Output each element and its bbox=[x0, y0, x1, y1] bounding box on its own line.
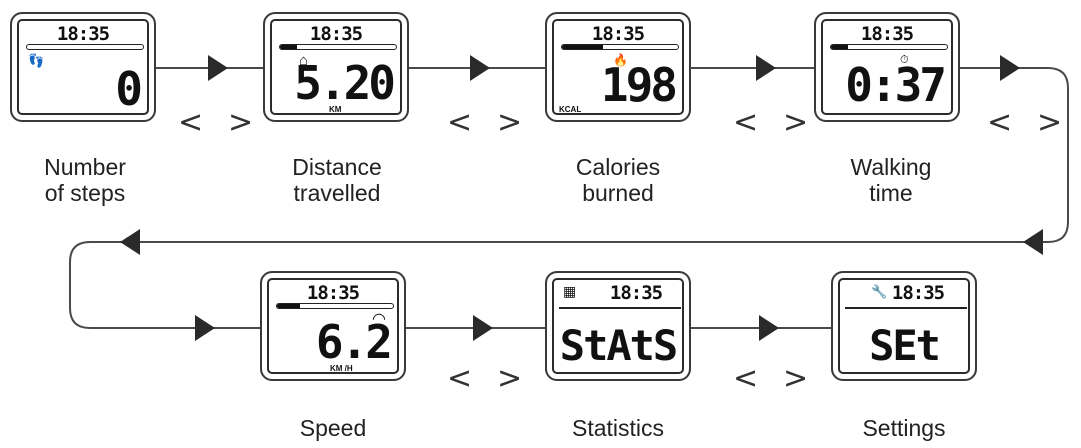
lcd-screen-steps: 18:35 👣 0 bbox=[10, 12, 156, 122]
flame-icon: 🔥 bbox=[613, 53, 628, 67]
label-line: of steps bbox=[44, 180, 126, 206]
calendar-icon: ▦ bbox=[563, 283, 577, 299]
progress-fill bbox=[280, 45, 298, 49]
header-divider bbox=[559, 307, 681, 309]
distance-value: 5.20 bbox=[294, 56, 396, 110]
clock-time: 18:35 bbox=[309, 23, 363, 45]
statistics-word: StAtS bbox=[559, 321, 678, 370]
label-line: Settings bbox=[862, 415, 946, 441]
lcd-screen-distance: 18:35 ⌂ 5.20 KM bbox=[263, 12, 409, 122]
lcd-screen-walking-time: 18:35 ⏱ 0:37 bbox=[814, 12, 960, 122]
distance-unit: KM bbox=[329, 105, 342, 114]
clock-time: 18:35 bbox=[306, 282, 360, 304]
clock-time: 18:35 bbox=[860, 23, 914, 45]
speed-unit: KM /H bbox=[330, 364, 353, 373]
clock-time: 18:35 bbox=[56, 23, 110, 45]
next-arrow-icon: > bbox=[228, 105, 254, 140]
label-distance: Distance travelled bbox=[252, 154, 422, 206]
speedometer-icon: ◠ bbox=[372, 311, 386, 328]
prev-arrow-icon: < bbox=[447, 361, 473, 396]
flow-arrowhead-icon bbox=[759, 315, 779, 341]
clock-time: 18:35 bbox=[591, 23, 645, 45]
label-line: Distance bbox=[292, 154, 382, 180]
label-line: Speed bbox=[299, 415, 367, 441]
flow-arrowhead-icon bbox=[470, 55, 490, 81]
speed-value: 6.2 bbox=[315, 315, 393, 369]
footprint-icon: 👣 bbox=[28, 53, 45, 68]
clock-time: 18:35 bbox=[609, 282, 663, 304]
prev-arrow-icon: < bbox=[178, 105, 204, 140]
flow-arrowhead-icon bbox=[208, 55, 228, 81]
prev-arrow-icon: < bbox=[987, 105, 1013, 140]
label-line: burned bbox=[582, 180, 654, 206]
label-steps: Number of steps bbox=[0, 154, 170, 206]
header-divider bbox=[845, 307, 967, 309]
progress-fill bbox=[562, 45, 603, 49]
wrench-icon: 🔧 bbox=[871, 284, 888, 299]
label-statistics: Statistics bbox=[533, 415, 703, 441]
label-walking-time: Walking time bbox=[806, 154, 976, 206]
lcd-screen-statistics: ▦ 18:35 StAtS bbox=[545, 271, 691, 381]
calories-value: 198 bbox=[600, 58, 678, 112]
next-arrow-icon: > bbox=[783, 361, 809, 396]
next-arrow-icon: > bbox=[497, 361, 523, 396]
progress-bar bbox=[830, 44, 948, 50]
flow-arrowhead-icon bbox=[120, 229, 140, 255]
progress-bar bbox=[279, 44, 397, 50]
calories-unit: KCAL bbox=[559, 105, 582, 114]
flow-arrowhead-icon bbox=[195, 315, 215, 341]
progress-fill bbox=[831, 45, 849, 49]
next-arrow-icon: > bbox=[1037, 105, 1063, 140]
clock-time: 18:35 bbox=[891, 282, 945, 304]
walking-time-value: 0:37 bbox=[845, 58, 947, 112]
next-arrow-icon: > bbox=[497, 105, 523, 140]
home-icon: ⌂ bbox=[299, 52, 309, 69]
label-settings: Settings bbox=[819, 415, 989, 441]
flow-arrowhead-icon bbox=[756, 55, 776, 81]
progress-bar bbox=[561, 44, 679, 50]
next-arrow-icon: > bbox=[783, 105, 809, 140]
progress-fill bbox=[277, 304, 301, 308]
label-line: travelled bbox=[293, 180, 381, 206]
lcd-screen-settings: 🔧 18:35 SEt bbox=[831, 271, 977, 381]
label-speed: Speed bbox=[248, 415, 418, 441]
stopwatch-icon: ⏱ bbox=[900, 54, 909, 66]
settings-word: SEt bbox=[869, 321, 941, 370]
progress-bar bbox=[276, 303, 394, 309]
flow-arrowhead-icon bbox=[1023, 229, 1043, 255]
progress-bar bbox=[26, 44, 144, 50]
label-line: Calories bbox=[575, 154, 661, 180]
label-line: Number bbox=[44, 154, 126, 180]
prev-arrow-icon: < bbox=[447, 105, 473, 140]
label-line: Walking bbox=[850, 154, 932, 180]
label-line: time bbox=[869, 180, 913, 206]
label-calories: Calories burned bbox=[533, 154, 703, 206]
prev-arrow-icon: < bbox=[733, 361, 759, 396]
lcd-screen-calories: 18:35 🔥 198 KCAL bbox=[545, 12, 691, 122]
connector-curve bbox=[69, 67, 1069, 329]
prev-arrow-icon: < bbox=[733, 105, 759, 140]
step-count-value: 0 bbox=[115, 62, 143, 116]
label-line: Statistics bbox=[571, 415, 665, 441]
flow-arrowhead-icon bbox=[473, 315, 493, 341]
lcd-screen-speed: 18:35 ◠ 6.2 KM /H bbox=[260, 271, 406, 381]
flow-arrowhead-icon bbox=[1000, 55, 1020, 81]
